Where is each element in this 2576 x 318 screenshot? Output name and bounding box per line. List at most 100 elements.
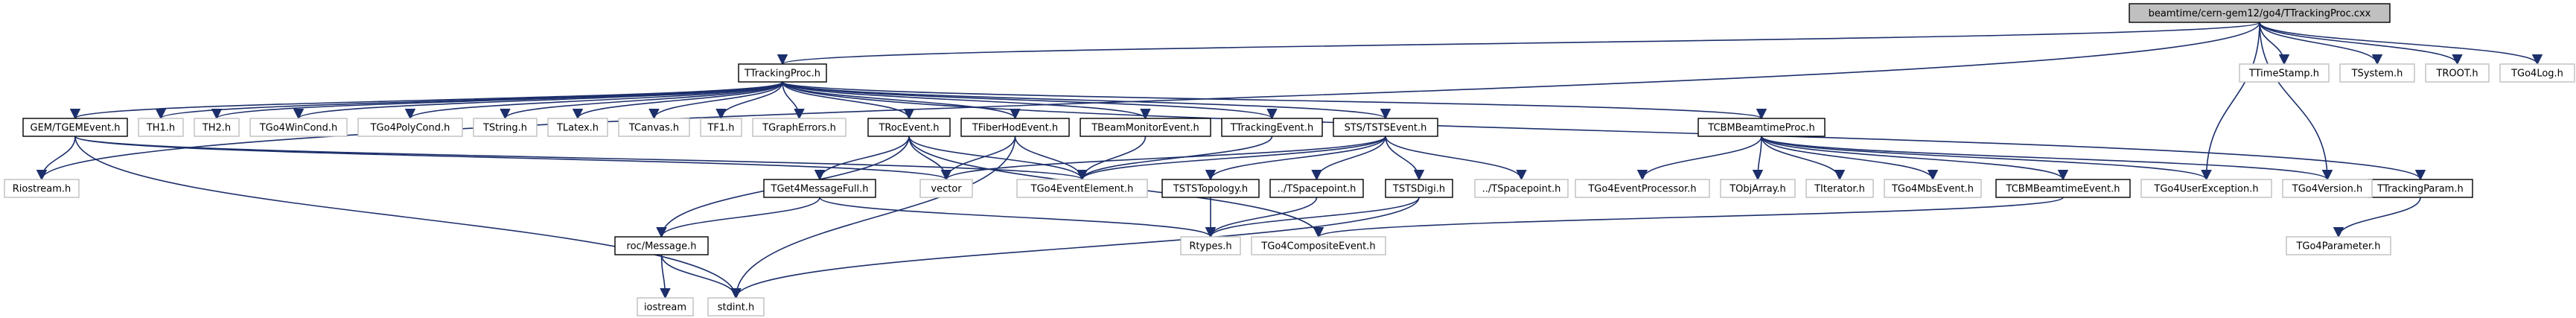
edge-TTrackingProc-to-TRocEvent: [782, 81, 915, 120]
node-TCBMBeamtimeEvent[interactable]: TCBMBeamtimeEvent.h: [1995, 179, 2131, 198]
node-TGet4MessageFull[interactable]: TGet4MessageFull.h: [763, 179, 876, 198]
edge-root-to-TTrackingProc: [777, 22, 2260, 66]
node-box-TGo4CompositeEvent: [1251, 236, 1386, 255]
node-box-TTrackingEvent: [1221, 118, 1323, 137]
node-box-iostream: [637, 297, 694, 317]
edge-TTrackingProc-to-TF1: [715, 81, 783, 120]
edge-STSTSTSEvent-to-TGo4EventElement: [1077, 136, 1386, 181]
node-label-TSTSTopology: TSTSTopology.h: [1173, 184, 1248, 195]
node-label-TGo4PolyCond: TGo4PolyCond.h: [370, 123, 450, 134]
edge-TCBMBeamtimeProc-to-TIterator: [1761, 136, 1846, 181]
edge-TCBMBeamtimeProc-to-TCBMBeamtimeEvent: [1761, 136, 2069, 181]
edge-GEMTGEMEvent-to-stdint: [74, 136, 742, 299]
node-box-TGo4EventElement: [1016, 179, 1148, 198]
node-label-TGraphErrors: TGraphErrors.h: [762, 123, 836, 134]
node-STSTSTSEvent[interactable]: STS/TSTSEvent.h: [1333, 118, 1438, 137]
node-label-TGo4WinCond: TGo4WinCond.h: [259, 123, 338, 134]
edge-TTrackingProc-to-TBeamMonitorEvent: [782, 81, 1151, 120]
node-Riostream: Riostream.h: [4, 179, 80, 198]
node-TTrackingParam[interactable]: TTrackingParam.h: [2368, 179, 2473, 198]
node-label-STSTSTSEvent: STS/TSTSEvent.h: [1345, 123, 1427, 134]
node-label-iostream: iostream: [644, 302, 686, 314]
edge-TCBMBeamtimeProc-to-TGo4UserException: [1761, 136, 2212, 181]
edge-rocMessage-to-stdint: [660, 254, 742, 299]
edge-rocMessage-to-iostream: [660, 254, 671, 299]
node-label-root: beamtime/cern-gem12/go4/TTrackingProc.cx…: [2149, 8, 2371, 19]
node-TBeamMonitorEvent[interactable]: TBeamMonitorEvent.h: [1080, 118, 1211, 137]
node-label-TSpacepoint1: ../TSpacepoint.h: [1278, 184, 1356, 195]
node-label-TGo4MbsEvent: TGo4MbsEvent.h: [1891, 184, 1974, 195]
node-box-TTrackingProc: [738, 63, 827, 83]
node-box-TGo4Version: [2282, 179, 2373, 198]
node-TSTSTopology[interactable]: TSTSTopology.h: [1161, 179, 1260, 198]
edge-TTrackingProc-to-TLatex: [572, 81, 783, 120]
node-TSTSDigi[interactable]: TSTSDigi.h: [1385, 179, 1453, 198]
edge-TTrackingProc-to-TTrackingParam: [782, 81, 2426, 181]
node-label-TGo4UserException: TGo4UserException.h: [2153, 184, 2258, 195]
node-TTrackingEvent[interactable]: TTrackingEvent.h: [1221, 118, 1323, 137]
node-rocMessage[interactable]: roc/Message.h: [614, 236, 709, 255]
node-TTimeStamp: TTimeStamp.h: [2239, 63, 2330, 83]
node-box-GEMTGEMEvent: [22, 118, 128, 137]
node-root[interactable]: beamtime/cern-gem12/go4/TTrackingProc.cx…: [2129, 3, 2391, 23]
node-label-TTrackingParam: TTrackingParam.h: [2376, 184, 2463, 195]
node-label-TCBMBeamtimeEvent: TCBMBeamtimeEvent.h: [2006, 184, 2120, 195]
node-box-TSpacepoint1: [1269, 179, 1364, 198]
node-label-TSystem: TSystem.h: [2351, 69, 2403, 80]
node-TROOT: TROOT.h: [2425, 63, 2490, 83]
node-label-stdint: stdint.h: [718, 302, 754, 314]
node-TRocEvent[interactable]: TRocEvent.h: [867, 118, 951, 137]
node-TGo4EventProcessor: TGo4EventProcessor.h: [1575, 179, 1710, 198]
edge-TTrackingProc-to-TTrackingEvent: [782, 81, 1278, 120]
node-box-TH2: [194, 118, 240, 137]
edge-STSTSTSEvent-to-TSpacepoint1: [1311, 136, 1386, 181]
node-box-stdint: [707, 297, 765, 317]
node-label-TTrackingProc: TTrackingProc.h: [744, 69, 820, 80]
edge-TCBMBeamtimeProc-to-TGo4Version: [1761, 136, 2333, 181]
edge-TTrackingProc-to-TCBMBeamtimeProc: [782, 81, 1767, 120]
node-GEMTGEMEvent[interactable]: GEM/TGEMEvent.h: [22, 118, 128, 137]
edge-TTrackingProc-to-STSTSTSEvent: [782, 81, 1391, 120]
node-box-TGo4Parameter: [2286, 236, 2391, 255]
node-label-TObjArray: TObjArray.h: [1729, 184, 1786, 195]
node-box-TSTSTopology: [1161, 179, 1260, 198]
node-box-Riostream: [4, 179, 80, 198]
edge-root-to-TGo4Log: [2259, 22, 2543, 66]
node-label-TLatex: TLatex.h: [556, 123, 599, 134]
node-box-Rtypes: [1180, 236, 1241, 255]
node-box-TGet4MessageFull: [763, 179, 876, 198]
node-label-TGo4Version: TGo4Version.h: [2292, 184, 2362, 195]
edge-GEMTGEMEvent-to-TGo4EventElement: [74, 136, 1088, 181]
node-box-TBeamMonitorEvent: [1080, 118, 1211, 137]
node-TString: TString.h: [473, 118, 538, 137]
node-label-vector: vector: [931, 184, 962, 195]
node-TH2: TH2.h: [194, 118, 240, 137]
node-TSpacepoint1[interactable]: ../TSpacepoint.h: [1269, 179, 1364, 198]
edge-TSTSDigi-to-stdint: [730, 197, 1420, 299]
node-TTrackingProc[interactable]: TTrackingProc.h: [738, 63, 827, 83]
node-TFiberHodEvent[interactable]: TFiberHodEvent.h: [960, 118, 1070, 137]
node-box-STSTSTSEvent: [1333, 118, 1438, 137]
node-TCBMBeamtimeProc[interactable]: TCBMBeamtimeProc.h: [1697, 118, 1826, 137]
node-TGo4Version: TGo4Version.h: [2282, 179, 2373, 198]
node-TGo4PolyCond: TGo4PolyCond.h: [357, 118, 463, 137]
edge-STSTSTSEvent-to-TSTSDigi: [1385, 136, 1425, 181]
edge-STSTSTSEvent-to-vector: [941, 136, 1386, 181]
node-TGraphErrors: TGraphErrors.h: [752, 118, 847, 137]
node-TSystem: TSystem.h: [2339, 63, 2415, 83]
edge-TCBMBeamtimeProc-to-TGo4MbsEvent: [1761, 136, 1939, 181]
node-label-TGo4EventElement: TGo4EventElement.h: [1030, 184, 1134, 195]
node-box-TGo4PolyCond: [357, 118, 463, 137]
node-box-TSTSDigi: [1385, 179, 1453, 198]
edge-root-to-TROOT: [2259, 22, 2463, 66]
edge-TTrackingProc-to-TH2: [211, 81, 783, 120]
edge-TGet4MessageFull-to-rocMessage: [656, 197, 820, 238]
node-TGo4MbsEvent: TGo4MbsEvent.h: [1884, 179, 1982, 198]
node-stdint: stdint.h: [707, 297, 765, 317]
node-TF1: TF1.h: [700, 118, 742, 137]
edge-GEMTGEMEvent-to-vector: [74, 136, 951, 181]
node-Rtypes: Rtypes.h: [1180, 236, 1241, 255]
node-TGo4WinCond: TGo4WinCond.h: [249, 118, 348, 137]
edge-TTrackingProc-to-TGraphErrors: [782, 81, 805, 120]
edge-TCBMBeamtimeProc-to-TGo4EventProcessor: [1636, 136, 1762, 181]
